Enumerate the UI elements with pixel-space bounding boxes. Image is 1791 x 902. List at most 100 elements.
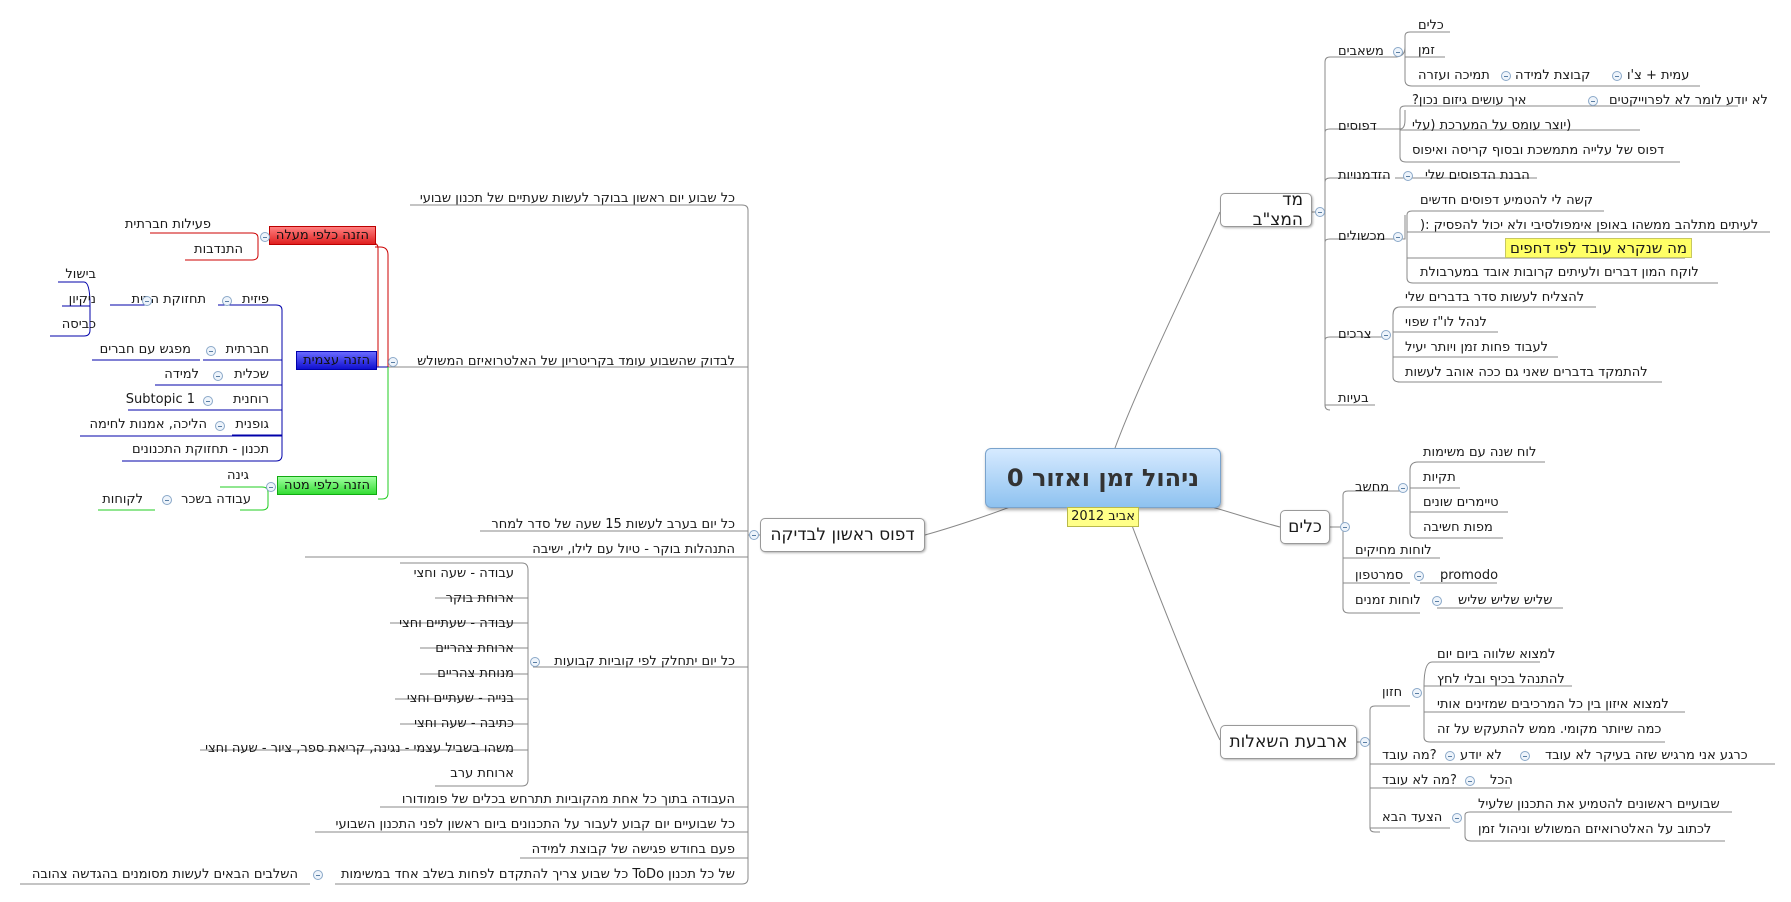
topic-node[interactable]: ארוחת ערב: [450, 766, 514, 781]
collapse-icon[interactable]: [266, 482, 276, 492]
topic-node[interactable]: לקוחות: [102, 492, 143, 507]
collapse-icon[interactable]: [1414, 571, 1424, 581]
topic-node[interactable]: גינה: [227, 468, 249, 483]
topic-node[interactable]: הכל: [1490, 773, 1513, 788]
collapse-icon[interactable]: [388, 357, 398, 367]
topic-node[interactable]: התנהלות בוקר - טיול עם לילו, ישיבה: [532, 542, 735, 557]
subtopic-michsholim[interactable]: מכשולים: [1338, 229, 1386, 244]
topic-node[interactable]: גופנית: [235, 417, 269, 432]
topic-node[interactable]: שליש שליש שליש: [1458, 593, 1553, 608]
topic-node[interactable]: לכתוב על האלטרואיזם המשולש וניהול זמן: [1478, 822, 1712, 837]
topic-node[interactable]: העבודה בתוך כל אחת מהקוביות תתרחש בכלים …: [401, 792, 735, 807]
collapse-icon[interactable]: [222, 296, 232, 306]
topic-node[interactable]: כרגע אני מרגיש שזה בעיקר לא עובד: [1545, 748, 1748, 763]
topic-node[interactable]: חברתית: [225, 342, 269, 357]
topic-node[interactable]: כל שבוע יום ראשון בבוקר לעשות שעתיים של …: [419, 191, 735, 206]
collapse-icon[interactable]: [1432, 596, 1442, 606]
subtopic-hatzaad[interactable]: הצעד הבא: [1382, 810, 1443, 825]
topic-arba[interactable]: ארבעת השאלות: [1220, 725, 1357, 759]
central-topic[interactable]: ניהול זמן ואזור 0: [985, 448, 1221, 508]
topic-node[interactable]: עבודה - שעתיים וחצי: [399, 616, 514, 631]
topic-node[interactable]: שכלית: [234, 367, 269, 382]
collapse-icon[interactable]: [1412, 688, 1422, 698]
collapse-icon[interactable]: [162, 495, 172, 505]
topic-node[interactable]: הבנת הדפוסים שלי: [1425, 168, 1530, 183]
topic-node[interactable]: רוחנית: [232, 392, 269, 407]
collapse-icon[interactable]: [1588, 96, 1598, 106]
collapse-icon[interactable]: [530, 657, 540, 667]
topic-node[interactable]: השלבים הבאים לעשות מסומנים בהגדשה צהובה: [31, 867, 298, 882]
collapse-icon[interactable]: [1398, 483, 1408, 493]
topic-node[interactable]: כל יום יתחלק לפי קוביות קבועות: [554, 654, 735, 669]
collapse-icon[interactable]: [1445, 751, 1455, 761]
collapse-icon[interactable]: [213, 371, 223, 381]
collapse-icon[interactable]: [1452, 813, 1462, 823]
topic-node[interactable]: כמה שיותר מקומי. ממש להתעקש על זה: [1437, 722, 1662, 737]
topic-node[interactable]: promodo: [1440, 568, 1499, 583]
subtopic-luchot[interactable]: לוחות מחיקים: [1355, 543, 1432, 558]
topic-node[interactable]: קשה לי להטמיע דפוסים חדשים: [1420, 193, 1593, 208]
topic-node[interactable]: תמיכה ועזרה: [1418, 68, 1490, 83]
collapse-icon[interactable]: [1403, 171, 1413, 181]
collapse-icon[interactable]: [1315, 207, 1325, 217]
topic-node[interactable]: הליכה, אמנות לחימה: [89, 417, 207, 432]
topic-node[interactable]: לבדוק שהשבוע עומד בקריטריון של האלטרואיז…: [417, 354, 735, 369]
topic-node[interactable]: לוח שנה עם משימות: [1423, 445, 1537, 460]
topic-node[interactable]: איך עושים גיזום נכון?: [1412, 93, 1527, 108]
topic-node[interactable]: זמן: [1418, 43, 1435, 58]
collapse-icon[interactable]: [260, 232, 270, 242]
collapse-icon[interactable]: [1520, 751, 1530, 761]
subtopic-tzrachim[interactable]: צרכים: [1338, 327, 1372, 342]
topic-node[interactable]: לעיתים מתלהב ממשהו באופן אימפולסיבי ולא …: [1420, 218, 1759, 233]
collapse-icon[interactable]: [1612, 71, 1622, 81]
collapse-icon[interactable]: [749, 530, 759, 540]
topic-node[interactable]: משהו בשביל עצמי - נגינה, קריאת ספר, ציור…: [205, 741, 514, 756]
collapse-icon[interactable]: [1381, 330, 1391, 340]
topic-node[interactable]: שבועיים ראשונים להטמיע את התכנון שלעיל: [1478, 797, 1720, 812]
topic-node[interactable]: מפות חשיבה: [1423, 520, 1493, 535]
topic-node[interactable]: ארוחת צהריים: [435, 641, 514, 656]
topic-mad[interactable]: מד המצ"ב: [1220, 190, 1312, 230]
subtopic-mashabim[interactable]: משאבים: [1338, 44, 1384, 59]
topic-node[interactable]: לוקח המון דברים ולעיתים קרובות אובד במער…: [1420, 265, 1699, 280]
subtopic-zmanim[interactable]: לוחות זמנים: [1355, 593, 1421, 608]
topic-node[interactable]: לנהל לו"ז שפוי: [1405, 315, 1487, 330]
collapse-icon[interactable]: [1501, 71, 1511, 81]
collapse-icon[interactable]: [1393, 47, 1403, 57]
topic-node[interactable]: להתנהל בכיף ובלי לחץ: [1437, 672, 1565, 687]
topic-node[interactable]: פיזית: [242, 292, 269, 307]
subtopic-dfusim[interactable]: דפוסים: [1338, 119, 1377, 134]
topic-node-highlight[interactable]: מה שנקרא עובד לפי דחפים: [1505, 238, 1693, 258]
topic-node[interactable]: מנוחת צהריים: [437, 666, 514, 681]
topic-node[interactable]: כל שבועיים יום קבוע לעבור על התכנונים בי…: [335, 817, 735, 832]
topic-node[interactable]: עבודה - שעה וחצי: [413, 566, 514, 581]
topic-node[interactable]: עבודה בשכר: [181, 492, 251, 507]
topic-node[interactable]: (יוצר עומס על המערכת (עלי: [1412, 118, 1572, 133]
topic-node[interactable]: טיימרים שונים: [1423, 495, 1499, 510]
subtopic-hizdamnuyot[interactable]: הזדמנויות: [1338, 168, 1391, 183]
subtopic-smartphone[interactable]: סמרטפון: [1355, 568, 1404, 583]
topic-node[interactable]: ארוחת בוקר: [445, 591, 514, 606]
topic-node[interactable]: קבוצת למידה: [1515, 68, 1591, 83]
subtopic-hazon[interactable]: חזון: [1382, 685, 1403, 700]
subtopic-ma-oved[interactable]: ?מה עובד: [1382, 748, 1437, 763]
topic-node[interactable]: תכנון - תחזוקת התכנונים: [131, 442, 269, 457]
topic-node[interactable]: כלים: [1418, 18, 1444, 33]
collapse-icon[interactable]: [1465, 776, 1475, 786]
topic-node[interactable]: כל יום בערב לעשות 15 שעה של סדר למחר: [491, 517, 735, 532]
topic-node[interactable]: להתמקד בדברים שאני גם ככה אוהב לעשות: [1405, 365, 1648, 380]
collapse-icon[interactable]: [142, 296, 152, 306]
topic-node[interactable]: פעילות חברתית: [124, 217, 211, 232]
topic-node[interactable]: ניקיון: [68, 292, 96, 307]
topic-node[interactable]: למצוא איזון בין כל המרכיבים שמזינים אותי: [1437, 697, 1669, 712]
collapse-icon[interactable]: [206, 346, 216, 356]
topic-node[interactable]: Subtopic 1: [125, 392, 195, 407]
label-kalpei-maala[interactable]: הזנה כלפי מעלה: [268, 226, 376, 245]
label-atzmit[interactable]: הזנה עצמית: [296, 351, 377, 370]
collapse-icon[interactable]: [313, 870, 323, 880]
collapse-icon[interactable]: [1340, 522, 1350, 532]
topic-node[interactable]: כביסה: [61, 317, 96, 332]
subtopic-ma-lo-oved[interactable]: ?מה לא עובד: [1382, 773, 1457, 788]
topic-node[interactable]: בנייה - שעתיים וחצי: [406, 691, 514, 706]
topic-kelim[interactable]: כלים: [1280, 510, 1330, 544]
